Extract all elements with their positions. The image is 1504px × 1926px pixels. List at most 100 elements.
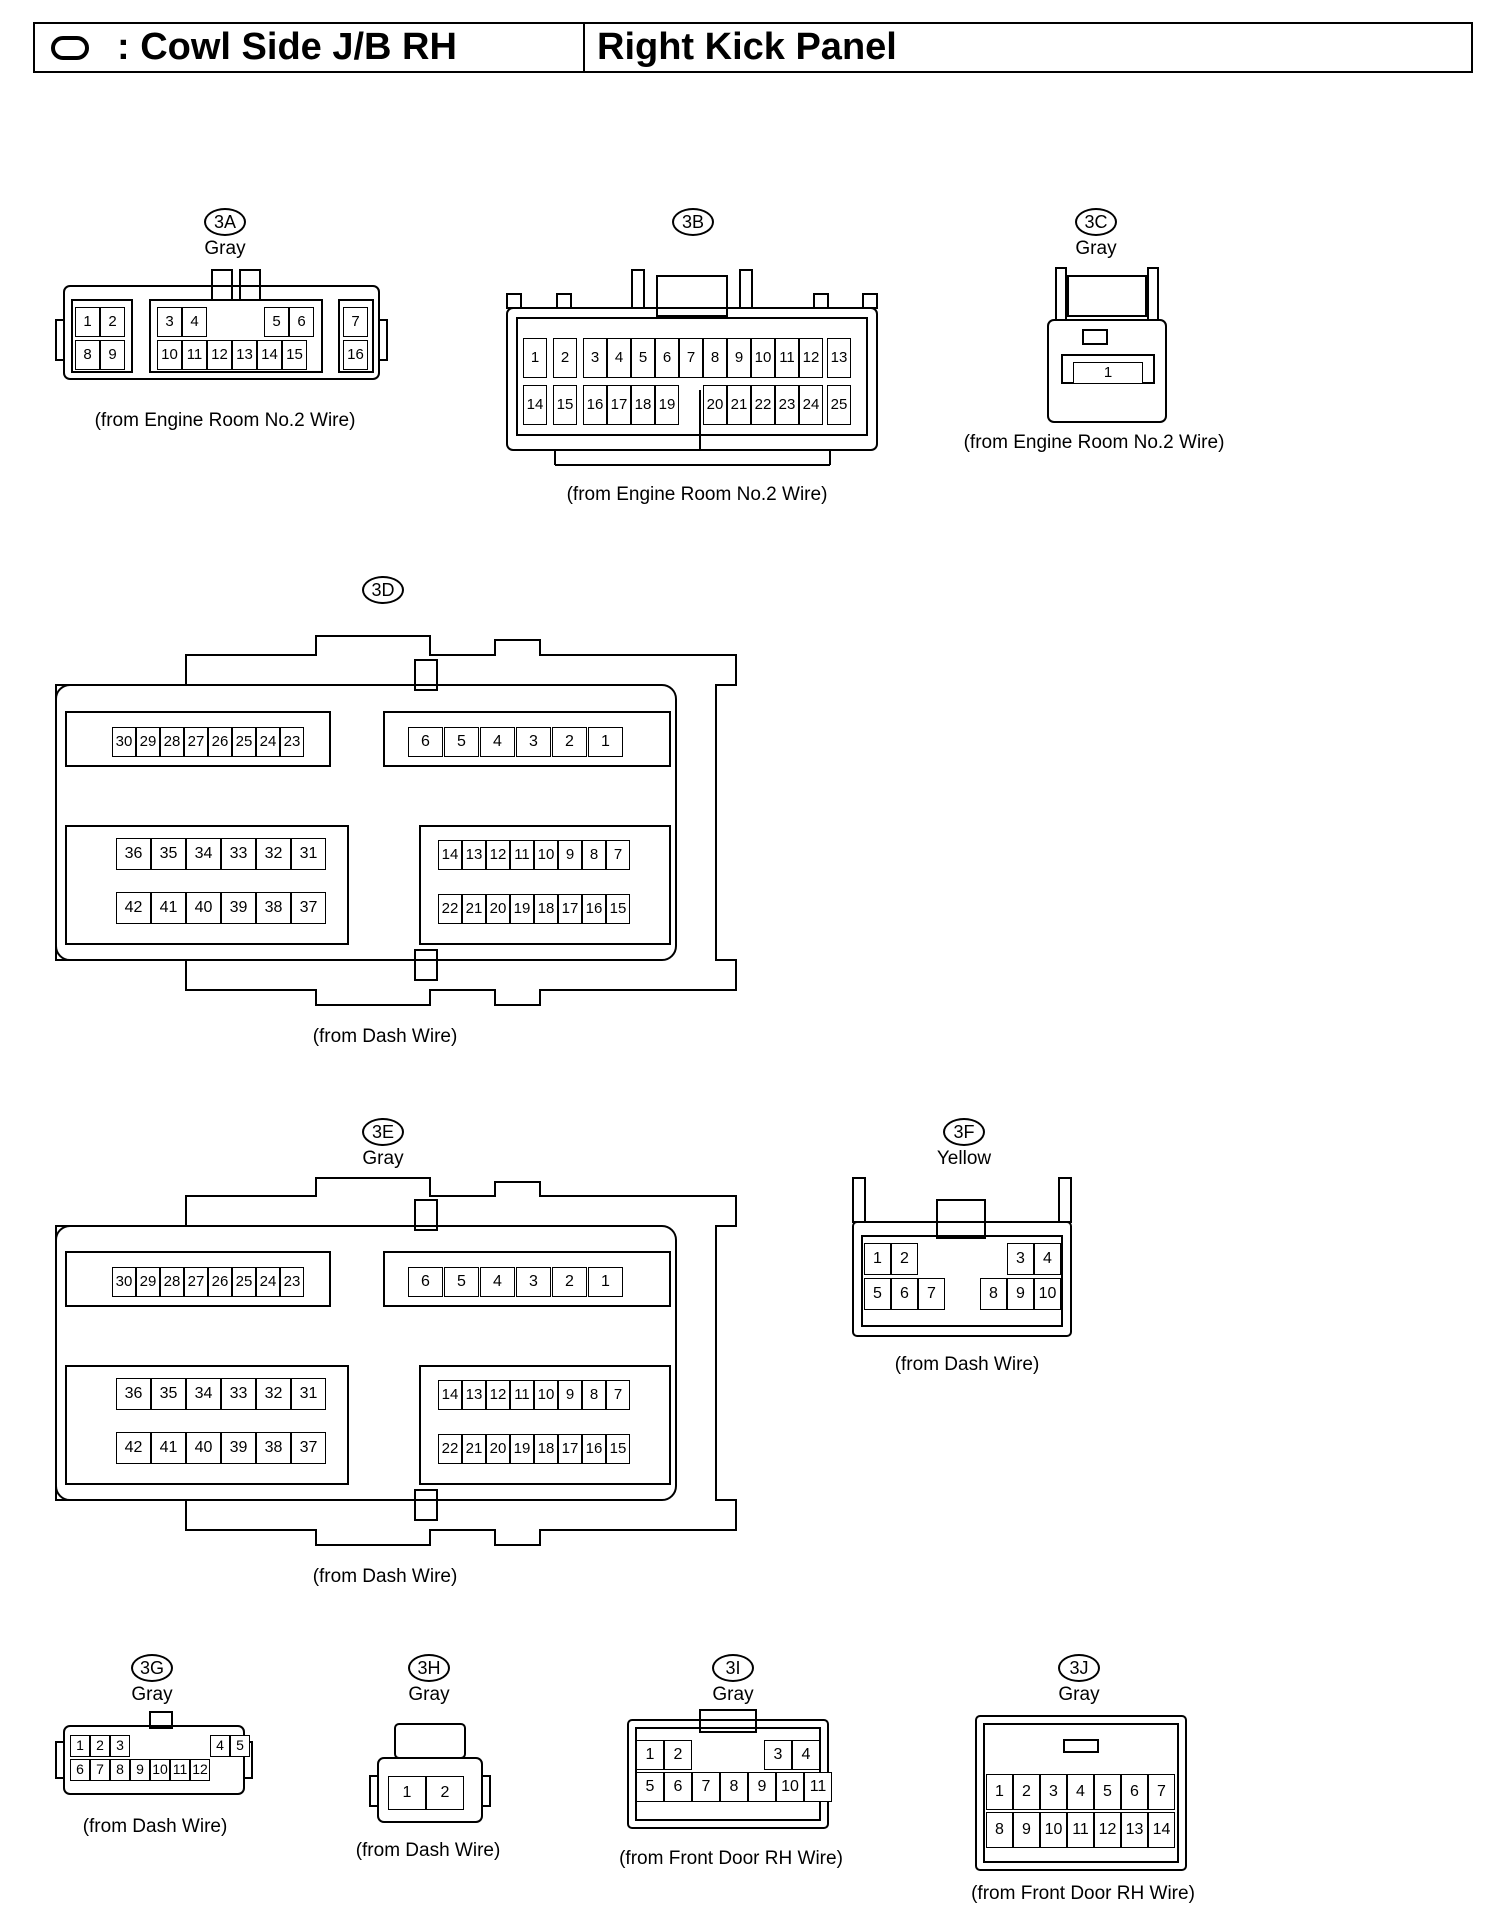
pin-big-r2a-33: 33 <box>221 838 256 870</box>
oval-location-icon <box>51 35 89 60</box>
pin-i-bot-9: 9 <box>748 1772 776 1802</box>
pin-big-r3a-37: 37 <box>291 1432 326 1464</box>
pin-big-r3a-42: 42 <box>116 892 151 924</box>
pin-h-1: 1 <box>388 1776 426 1810</box>
pin-g-bot-7: 7 <box>90 1759 110 1781</box>
tag-3i: 3I <box>712 1654 754 1682</box>
pin-g-bot-12: 12 <box>190 1759 210 1781</box>
pin-a-top-5: 5 <box>264 307 289 337</box>
pin-big-r1a-27: 27 <box>184 1267 208 1297</box>
pin-f-bot-5: 5 <box>864 1278 891 1310</box>
pin-f-bot-10: 10 <box>1034 1278 1061 1310</box>
pin-b-bot-15: 15 <box>553 385 577 425</box>
pin-a-bot-11: 11 <box>182 340 207 370</box>
header-title-cell: : Cowl Side J/B RH <box>35 24 585 71</box>
pin-j-top-5: 5 <box>1094 1774 1121 1810</box>
pin-big-r3a-38: 38 <box>256 892 291 924</box>
pin-f-bot-8: 8 <box>980 1278 1007 1310</box>
tag-3h: 3H <box>408 1654 450 1682</box>
connector-3c-outline <box>1047 267 1167 423</box>
pin-j-bot-8: 8 <box>986 1812 1013 1848</box>
pin-big-r1a-28: 28 <box>160 1267 184 1297</box>
pin-big-r3b-22: 22 <box>438 894 462 924</box>
pin-big-r1a-23: 23 <box>280 727 304 757</box>
pin-big-r2b-12: 12 <box>486 840 510 870</box>
pin-a-bot-12: 12 <box>207 340 232 370</box>
tag-3g: 3G <box>131 1654 173 1682</box>
pin-f-bot-7: 7 <box>918 1278 945 1310</box>
pin-g-top-3: 3 <box>110 1735 130 1757</box>
pin-i-bot-7: 7 <box>692 1772 720 1802</box>
pin-big-r3a-41: 41 <box>151 1432 186 1464</box>
pin-big-r3b-22: 22 <box>438 1434 462 1464</box>
pin-b-bot-21: 21 <box>727 385 751 425</box>
pin-big-r2b-9: 9 <box>558 1380 582 1410</box>
pin-g-top-4: 4 <box>210 1735 230 1757</box>
pin-a-top-4: 4 <box>182 307 207 337</box>
pin-b-bot-24: 24 <box>799 385 823 425</box>
pin-big-r3b-19: 19 <box>510 894 534 924</box>
pin-g-top-1: 1 <box>70 1735 90 1757</box>
pin-a-bot-16: 16 <box>343 340 368 370</box>
connector-3a-outline <box>55 269 388 380</box>
pin-big-r1b-2: 2 <box>552 1267 587 1297</box>
tag-3e: 3E <box>362 1118 404 1146</box>
pin-big-r2a-34: 34 <box>186 838 221 870</box>
pin-big-r3a-37: 37 <box>291 892 326 924</box>
pin-j-bot-13: 13 <box>1121 1812 1148 1848</box>
pin-a-bot-14: 14 <box>257 340 282 370</box>
pin-b-top-4: 4 <box>607 338 631 378</box>
pin-big-r1b-6: 6 <box>408 1267 443 1297</box>
pin-c-1: 1 <box>1073 362 1143 384</box>
pin-big-r2b-11: 11 <box>510 840 534 870</box>
pin-big-r3b-20: 20 <box>486 894 510 924</box>
pin-big-r2a-31: 31 <box>291 838 326 870</box>
note-3f: (from Dash Wire) <box>894 1354 1040 1375</box>
note-3b: (from Engine Room No.2 Wire) <box>566 484 828 505</box>
pin-g-bot-11: 11 <box>170 1759 190 1781</box>
pin-b-top-8: 8 <box>703 338 727 378</box>
pin-j-top-6: 6 <box>1121 1774 1148 1810</box>
pin-big-r1b-2: 2 <box>552 727 587 757</box>
pin-big-r3b-21: 21 <box>462 894 486 924</box>
pin-a-top-1: 1 <box>75 307 100 337</box>
pin-g-top-5: 5 <box>230 1735 250 1757</box>
pin-big-r2b-8: 8 <box>582 840 606 870</box>
note-3e: (from Dash Wire) <box>312 1566 458 1587</box>
tag-3f: 3F <box>943 1118 985 1146</box>
pin-big-r2b-13: 13 <box>462 1380 486 1410</box>
connector-3j-outline <box>975 1715 1187 1871</box>
pin-big-r1a-25: 25 <box>232 1267 256 1297</box>
pin-b-top-9: 9 <box>727 338 751 378</box>
pin-big-r3b-21: 21 <box>462 1434 486 1464</box>
color-3e: Gray <box>362 1148 404 1169</box>
header-title: : Cowl Side J/B RH <box>117 26 457 68</box>
pin-f-top-4: 4 <box>1034 1243 1061 1275</box>
pin-a-bot-10: 10 <box>157 340 182 370</box>
pin-big-r2b-14: 14 <box>438 1380 462 1410</box>
pin-b-top-1: 1 <box>523 338 547 378</box>
pin-big-r3a-40: 40 <box>186 1432 221 1464</box>
color-3f: Yellow <box>936 1148 992 1169</box>
tag-3b: 3B <box>672 208 714 236</box>
pin-a-top-6: 6 <box>289 307 314 337</box>
pin-f-bot-9: 9 <box>1007 1278 1034 1310</box>
pin-big-r1a-26: 26 <box>208 727 232 757</box>
pin-a-top-2: 2 <box>100 307 125 337</box>
pin-j-bot-10: 10 <box>1040 1812 1067 1848</box>
pin-big-r1a-26: 26 <box>208 1267 232 1297</box>
pin-big-r3b-18: 18 <box>534 1434 558 1464</box>
pin-big-r2b-10: 10 <box>534 1380 558 1410</box>
pin-b-top-10: 10 <box>751 338 775 378</box>
pin-big-r1a-30: 30 <box>112 1267 136 1297</box>
pin-i-top-1: 1 <box>636 1740 664 1770</box>
pin-b-bot-17: 17 <box>607 385 631 425</box>
pin-big-r1b-1: 1 <box>588 727 623 757</box>
pin-big-r2b-12: 12 <box>486 1380 510 1410</box>
pin-i-top-3: 3 <box>764 1740 792 1770</box>
pin-big-r2a-34: 34 <box>186 1378 221 1410</box>
pin-j-top-1: 1 <box>986 1774 1013 1810</box>
pin-big-r1a-29: 29 <box>136 1267 160 1297</box>
pin-j-top-4: 4 <box>1067 1774 1094 1810</box>
